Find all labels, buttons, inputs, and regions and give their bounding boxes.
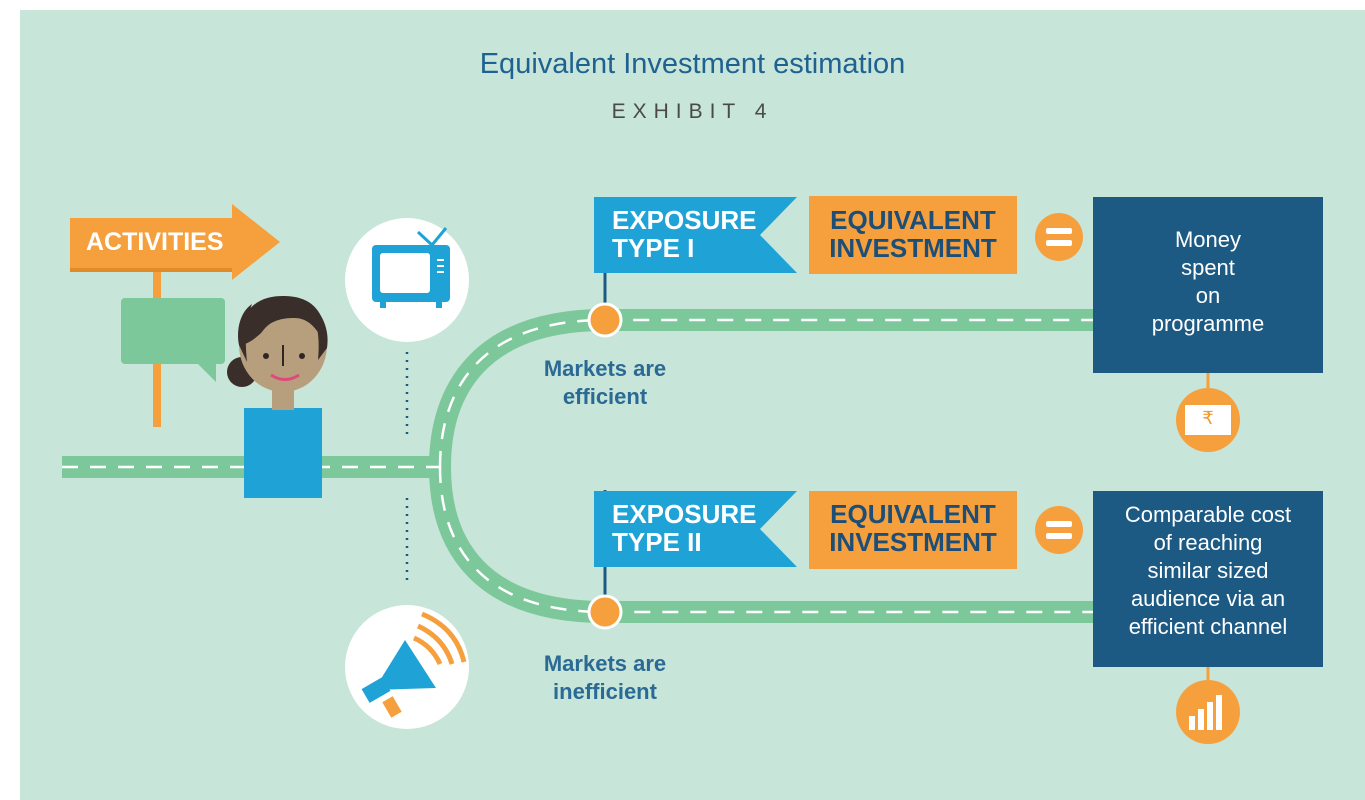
- woman-icon: [227, 296, 328, 498]
- exposure-type-1-label: EXPOSURE TYPE I: [612, 205, 757, 263]
- market-efficient-label: Markets are efficient: [543, 356, 667, 409]
- junction-dot-1: [587, 302, 623, 338]
- exposure-flag-1: [594, 197, 797, 273]
- equivalent-box-2: [809, 491, 1017, 569]
- bar-chart-icon: [1176, 680, 1240, 744]
- junction-dot-2: [587, 594, 623, 630]
- tv-icon: [345, 218, 469, 342]
- result-box-2-text: Comparable cost of reaching similar size…: [1124, 502, 1292, 639]
- result-box-1-text: Money spent on programme: [1151, 227, 1265, 336]
- equivalent-investment-label-2: EQUIVALENT INVESTMENT: [829, 499, 997, 557]
- equals-icon: [1035, 213, 1083, 261]
- speech-bubble-icon: [121, 298, 225, 382]
- diagram-title: Equivalent Investment estimation: [479, 48, 906, 80]
- activities-label: ACTIVITIES: [86, 228, 224, 256]
- market-inefficient-label: Markets are inefficient: [543, 651, 667, 704]
- rupee-symbol: ₹: [1202, 408, 1214, 429]
- exhibit-label: EXHIBIT 4: [611, 100, 774, 123]
- megaphone-icon: [345, 605, 469, 729]
- arrow-sign-icon: [70, 204, 280, 280]
- equivalent-investment-label-1: EQUIVALENT INVESTMENT: [829, 205, 997, 263]
- background-panel: [20, 10, 1365, 800]
- equivalent-box-1: [809, 196, 1017, 274]
- rupee-icon: [1176, 388, 1240, 452]
- exposure-type-2-label: EXPOSURE TYPE II: [612, 499, 757, 557]
- result-box-1: [1093, 197, 1323, 373]
- result-box-2: [1093, 491, 1323, 667]
- exposure-flag-2: [594, 491, 797, 567]
- equals-icon: [1035, 506, 1083, 554]
